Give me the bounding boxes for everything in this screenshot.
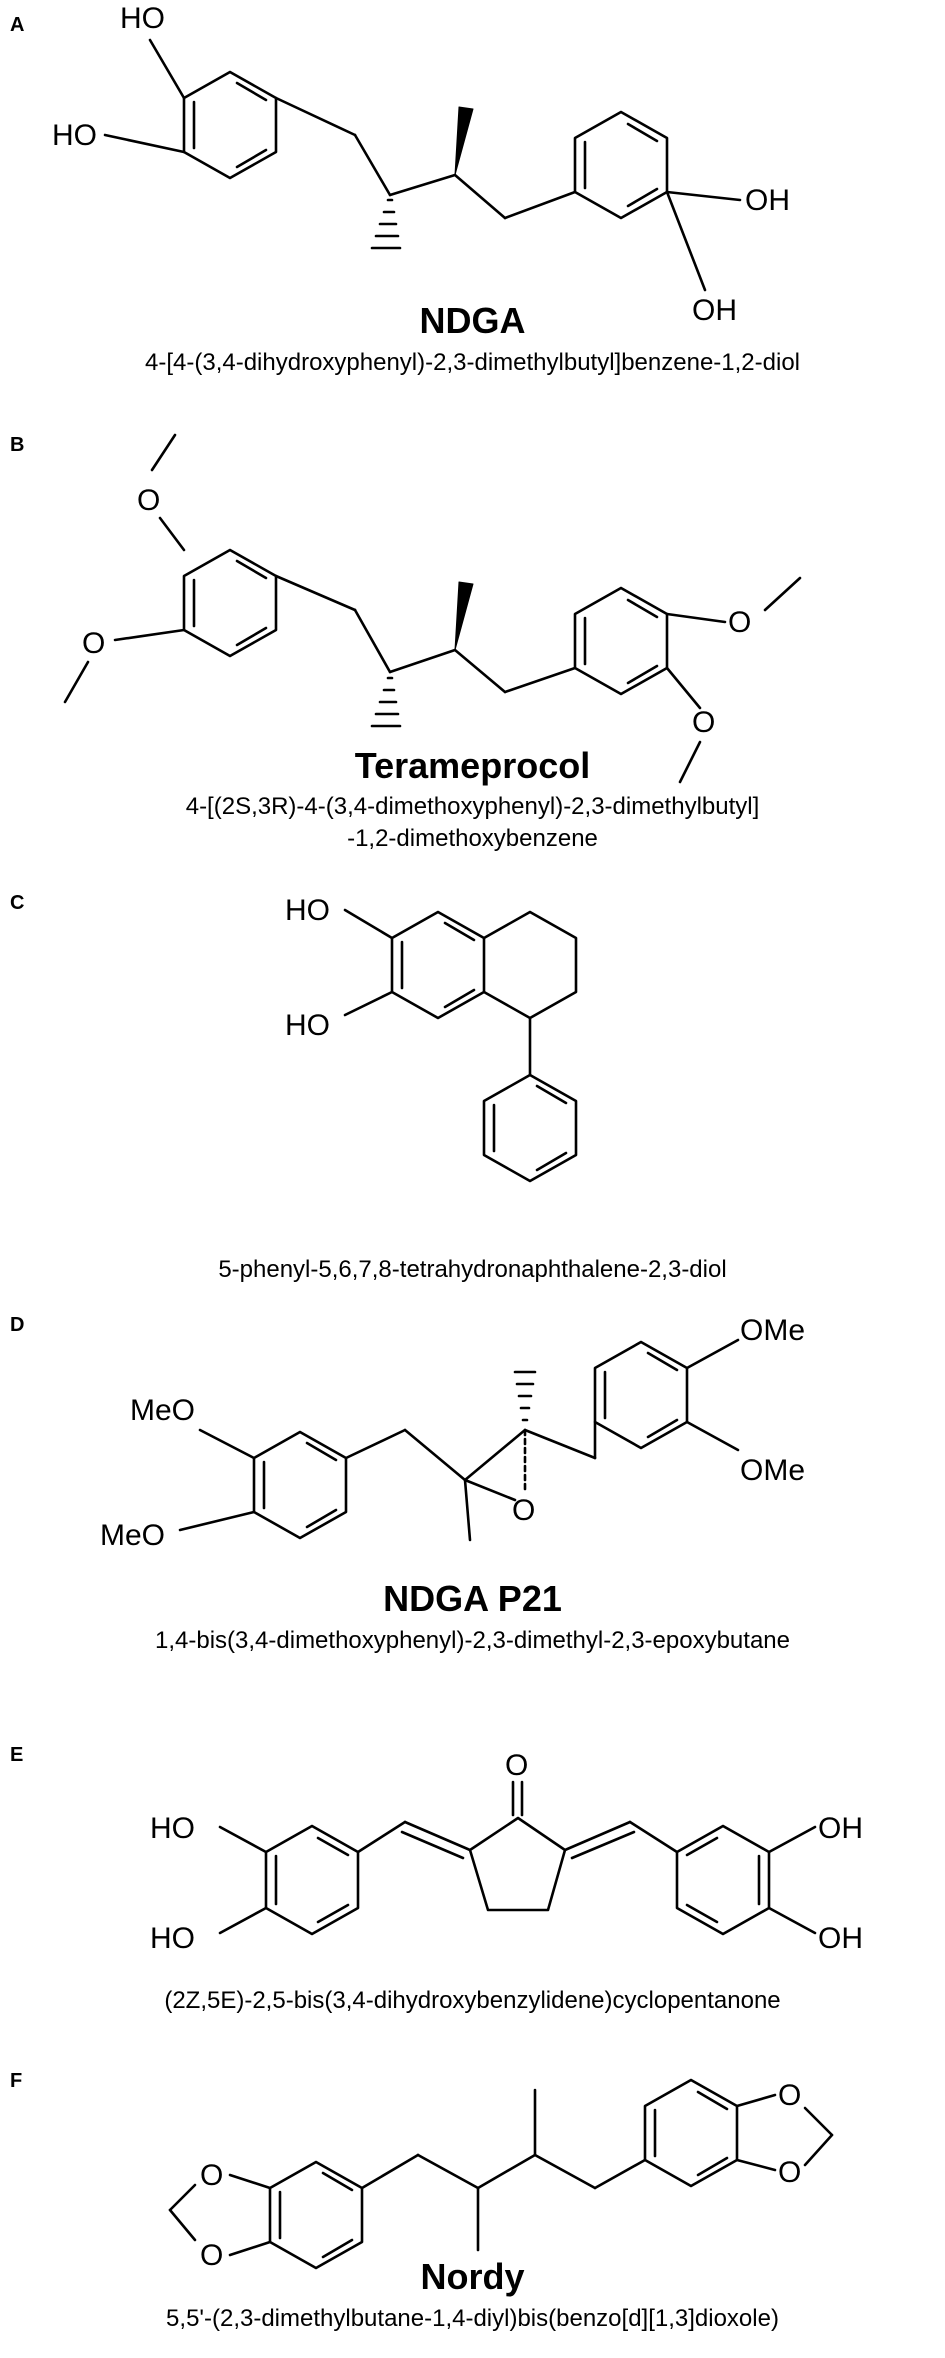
cyclopentanone-structure: O HO HO OH OH — [150, 1749, 863, 1955]
panel-f: F O O O O Nordy 5,5'-(2,3-dimethylbutane… — [0, 2060, 945, 2358]
iupac-name-e: (2Z,5E)-2,5-bis(3,4-dihydroxybenzylidene… — [164, 1987, 781, 2014]
panel-label-d: D — [10, 1314, 25, 1336]
ho-label-e2: HO — [150, 1922, 195, 1955]
meo-label-2: MeO — [100, 1519, 165, 1552]
oh-label-bottom: OH — [692, 294, 737, 327]
panel-b: B O O O O — [0, 410, 945, 870]
panel-label-b: B — [10, 434, 25, 456]
ome-label-1: OMe — [740, 1314, 805, 1347]
compound-name-f: Nordy — [420, 2256, 525, 2297]
iupac-name-f: 5,5'-(2,3-dimethylbutane-1,4-diyl)bis(be… — [166, 2305, 779, 2332]
o-label-3: O — [728, 606, 751, 639]
ho-label-e1: HO — [150, 1812, 195, 1845]
o-label-f4: O — [778, 2156, 801, 2189]
panel-e: E O HO HO OH OH (2Z,5E)-2,5-bis(3,4-dihy… — [0, 1730, 945, 2060]
iupac-name-c: 5-phenyl-5,6,7,8-tetrahydronaphthalene-2… — [218, 1256, 727, 1283]
oh-label-right: OH — [745, 184, 790, 217]
ome-label-2: OMe — [740, 1454, 805, 1487]
compound-name-a: NDGA — [419, 300, 526, 341]
iupac-name-a: 4-[4-(3,4-dihydroxyphenyl)-2,3-dimethylb… — [145, 349, 800, 376]
ho-label-top: HO — [120, 2, 165, 35]
panel-label-a: A — [10, 14, 25, 36]
o-label-f2: O — [200, 2239, 223, 2272]
o-label-f3: O — [778, 2079, 801, 2112]
o-label-2: O — [82, 627, 105, 660]
epoxide-o-label: O — [512, 1494, 535, 1527]
carbonyl-o-label: O — [505, 1749, 528, 1782]
iupac-name-d: 1,4-bis(3,4-dimethoxyphenyl)-2,3-dimethy… — [155, 1627, 790, 1654]
o-label-1: O — [137, 484, 160, 517]
meo-label-1: MeO — [130, 1394, 195, 1427]
iupac-name-b-line2: -1,2-dimethoxybenzene — [347, 825, 598, 852]
panel-label-e: E — [10, 1744, 24, 1766]
compound-name-b: Terameprocol — [354, 745, 591, 786]
iupac-name-b-line1: 4-[(2S,3R)-4-(3,4-dimethoxyphenyl)-2,3-d… — [185, 793, 760, 820]
terameprocol-structure: O O O O — [63, 433, 802, 784]
ho-label-left: HO — [52, 119, 97, 152]
panel-label-c: C — [10, 892, 25, 914]
ho-label-c1: HO — [285, 894, 330, 927]
oh-label-e2: OH — [818, 1922, 863, 1955]
nordy-structure: O O O O — [168, 2078, 834, 2272]
ho-label-c2: HO — [285, 1009, 330, 1042]
o-label-4: O — [692, 706, 715, 739]
oh-label-e1: OH — [818, 1812, 863, 1845]
o-label-f1: O — [200, 2159, 223, 2192]
compound-name-d: NDGA P21 — [383, 1578, 562, 1619]
panel-a: A HO HO OH OH — [0, 0, 945, 410]
panel-label-f: F — [10, 2070, 23, 2092]
panel-c: C HO HO 5-phenyl-5,6,7,8-tetrahydronapht… — [0, 870, 945, 1300]
tetrahydronaphthalene-structure: HO HO — [285, 894, 578, 1183]
ndga-p21-structure: MeO MeO O OMe OMe — [100, 1314, 805, 1552]
panel-d: D MeO MeO O — [0, 1300, 945, 1730]
ndga-structure: HO HO OH OH — [52, 2, 790, 327]
